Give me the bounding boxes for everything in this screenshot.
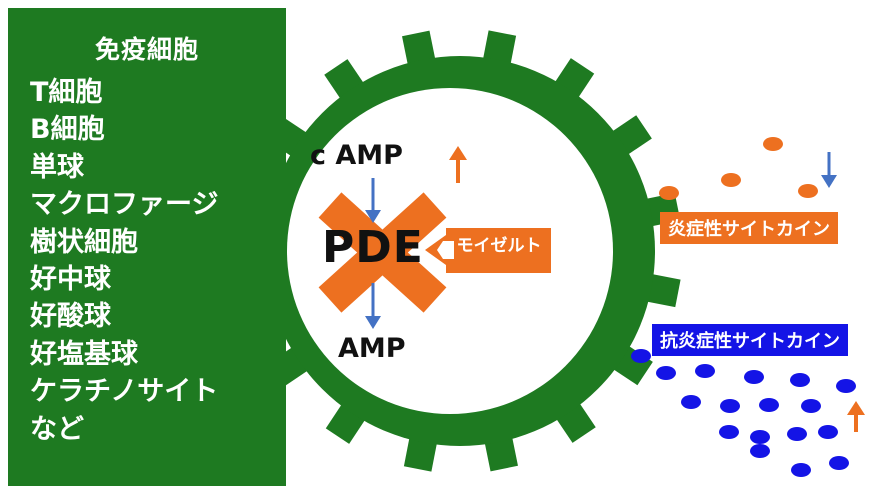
amp-label: AMP	[338, 333, 406, 364]
inhibitor-arrow-shape	[425, 228, 551, 273]
cell-type-item: 単球	[30, 151, 84, 183]
pde-to-amp-arrow	[365, 283, 381, 329]
cell-type-item: マクロファージ	[30, 189, 219, 221]
proinflammatory-dots	[659, 137, 818, 200]
proinflammatory-decrease-arrow	[821, 152, 837, 188]
anti-inflammatory-cytokine-label: 抗炎症性サイトカイン	[652, 324, 848, 356]
inhibitor-label: モイゼルト	[456, 236, 542, 256]
cell-type-item: 好酸球	[30, 301, 111, 333]
x-stroke-2	[318, 192, 447, 313]
cell-type-item: B細胞	[30, 114, 105, 146]
inhibitor-arrow	[425, 228, 551, 273]
cell-type-item: など	[30, 413, 84, 445]
anti-inflammatory-dots	[631, 349, 856, 477]
camp-increase-arrow	[449, 146, 467, 183]
cell-type-item: 好中球	[30, 263, 111, 295]
cell-type-list: T細胞 B細胞 単球 マクロファージ 樹状細胞 好中球 好酸球 好塩基球 ケラチ…	[30, 74, 218, 448]
cell-type-item: ケラチノサイト	[30, 376, 219, 408]
cell-type-item: 樹状細胞	[30, 226, 138, 258]
camp-label: c AMP	[310, 140, 403, 171]
immune-cell-panel: 免疫細胞 T細胞 B細胞 単球 マクロファージ 樹状細胞 好中球 好酸球 好塩基…	[8, 8, 286, 486]
camp-to-pde-arrow	[365, 178, 381, 223]
cell-type-item: T細胞	[30, 77, 103, 108]
proinflammatory-cytokine-label: 炎症性サイトカイン	[660, 212, 838, 244]
cell-type-item: 好塩基球	[30, 338, 138, 370]
pde-label: PDE	[322, 222, 424, 273]
panel-title: 免疫細胞	[94, 35, 199, 64]
pde-inhibition-x	[318, 192, 447, 313]
anti-inflammatory-increase-arrow	[847, 401, 865, 432]
inhibitor-arrow-notch	[437, 241, 454, 259]
